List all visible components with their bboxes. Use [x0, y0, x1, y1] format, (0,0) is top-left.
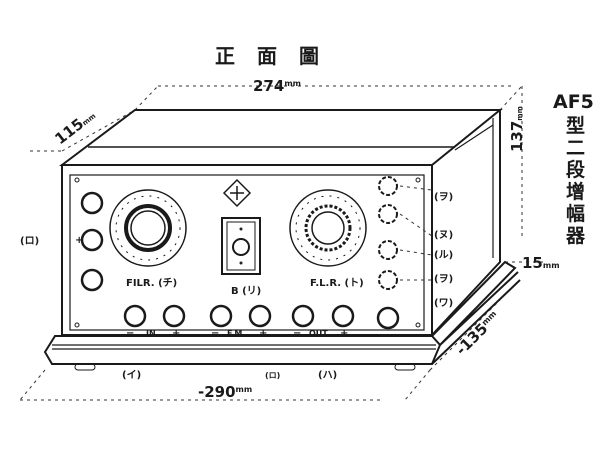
dim-line-height	[134, 85, 523, 240]
terminal-knob[interactable]	[80, 191, 104, 215]
bottom-terminals	[123, 304, 355, 328]
bottom-terminal-labels: − IN. + − F.M. + − OUT +	[126, 328, 348, 339]
callout-bottom: (ロ)	[265, 371, 280, 380]
in-plus-label: +	[172, 328, 180, 339]
fm-label: F.M.	[227, 329, 245, 338]
model-code: AF5	[553, 91, 594, 113]
dial-filament-left[interactable]	[109, 189, 187, 267]
dial-filament-right[interactable]	[289, 189, 367, 267]
dial-left-label: FILR. (チ)	[126, 277, 177, 289]
out-plus-label: +	[340, 328, 348, 339]
dim-line-base	[19, 299, 501, 401]
model-name-char: 增	[566, 180, 585, 203]
in-plus-terminal[interactable]	[162, 304, 186, 328]
model-name-char: 型	[566, 114, 585, 137]
terminal-knob[interactable]	[378, 270, 398, 290]
out-plus-terminal[interactable]	[331, 304, 355, 328]
model-name-char: 幅	[566, 202, 585, 225]
in-label: IN.	[146, 329, 159, 338]
callout-left: (ロ)	[20, 236, 39, 247]
dim-line-depth	[30, 109, 136, 152]
cabinet-base	[43, 260, 521, 371]
fm-minus-label: −	[211, 328, 219, 339]
out-label: OUT	[309, 329, 328, 338]
dial-right-label: F.L.R. (ト)	[310, 277, 364, 289]
dim-width-top: 274mm	[253, 77, 301, 95]
terminal-knob[interactable]	[378, 176, 398, 196]
terminal-knob[interactable]	[80, 268, 104, 292]
brand-logo-icon	[222, 178, 252, 208]
left-terminals	[80, 191, 104, 292]
callout-right: (ワ)	[434, 297, 453, 309]
terminal-knob[interactable]	[80, 228, 104, 252]
callout-right: (ヲ)	[434, 273, 453, 285]
terminal-knob[interactable]	[378, 204, 398, 224]
right-terminals	[376, 176, 433, 330]
plus-mark: +	[75, 235, 83, 246]
terminal-knob[interactable]	[378, 240, 398, 260]
in-minus-terminal[interactable]	[123, 304, 147, 328]
dim-height: 137mm	[508, 106, 526, 152]
model-name-char: 二	[566, 137, 585, 159]
in-minus-label: −	[126, 328, 134, 339]
callout-right: (ヌ)	[434, 229, 453, 241]
fm-plus-terminal[interactable]	[248, 304, 272, 328]
model-name-char: 器	[565, 225, 586, 247]
dim-base-depth: -135mm	[452, 308, 503, 359]
model-name-char: 段	[566, 158, 586, 181]
callouts: (ロ) (イ) (ロ) (ハ) (ヲ) (ヌ) (ル) (ヲ) (ワ)	[20, 191, 453, 381]
out-minus-label: −	[293, 328, 301, 339]
switch-label: B (リ)	[231, 285, 261, 297]
drawing-title: 正面圖	[215, 44, 341, 68]
dim-base-height: 15mm	[522, 254, 560, 272]
b-switch[interactable]	[221, 217, 261, 275]
fm-minus-terminal[interactable]	[209, 304, 233, 328]
out-minus-terminal[interactable]	[291, 304, 315, 328]
model-title: AF5 型 二 段 增 幅 器	[553, 91, 594, 247]
callout-right: (ル)	[434, 250, 453, 261]
callout-right: (ヲ)	[434, 191, 453, 203]
dim-width-base: -290mm	[198, 383, 252, 401]
callout-bottom: (ハ)	[318, 370, 337, 381]
fm-plus-label: +	[259, 328, 267, 339]
callout-bottom: (イ)	[122, 369, 141, 381]
terminal-knob[interactable]	[376, 306, 400, 330]
